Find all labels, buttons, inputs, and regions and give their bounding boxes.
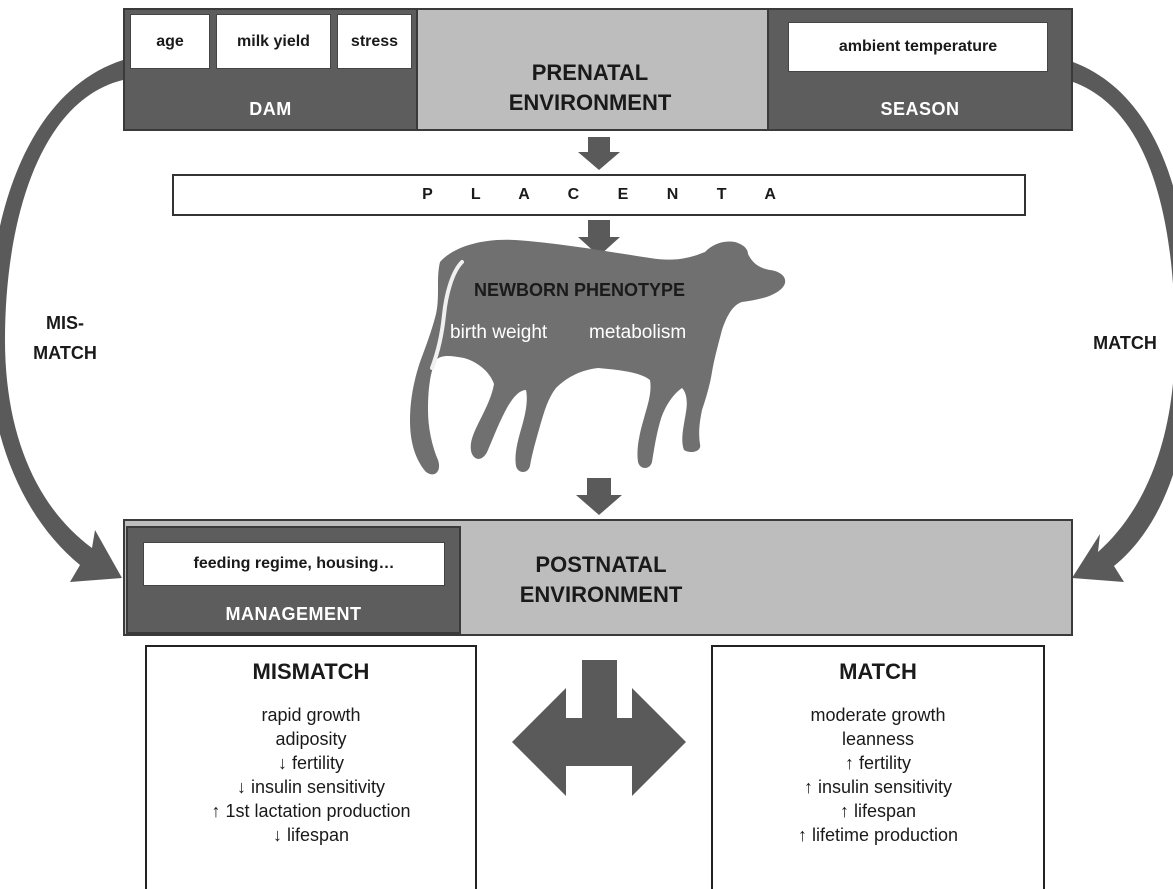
match-outcome-item: moderate growth [810, 705, 946, 725]
match-outcome-item: ↑ lifetime production [797, 825, 959, 845]
mismatch-side-label-line2: MATCH [33, 343, 97, 363]
match-curved-arrow [1072, 62, 1173, 582]
match-outcome-title: MATCH [839, 659, 917, 684]
postnatal-environment-title: POSTNATAL ENVIRONMENT [466, 548, 736, 612]
newborn-trait-birth-weight: birth weight [450, 322, 548, 343]
match-outcome-list: moderate growth leanness ↑ fertility ↑ i… [713, 703, 1043, 847]
mismatch-outcome-item: adiposity [275, 729, 347, 749]
down-arrow-3 [576, 478, 622, 515]
mismatch-outcome-item: ↑ 1st lactation production [211, 801, 411, 821]
season-factor-ambient-temperature: ambient temperature [788, 22, 1048, 72]
match-outcome-item: ↑ fertility [844, 753, 911, 773]
dam-label: DAM [249, 98, 292, 119]
mismatch-outcome-item: rapid growth [261, 705, 361, 725]
prenatal-environment-title: PRENATAL ENVIRONMENT [430, 56, 750, 120]
postnatal-title-line1: POSTNATAL [535, 552, 667, 577]
match-outcome-box: MATCH moderate growth leanness ↑ fertili… [711, 645, 1045, 889]
mismatch-side-label: MIS- MATCH [20, 308, 110, 372]
mismatch-outcome-title: MISMATCH [252, 659, 370, 684]
dam-factor-age: age [130, 14, 210, 69]
double-arrow [512, 660, 686, 796]
prenatal-title-line1: PRENATAL [531, 60, 649, 85]
placenta-box: P L A C E N T A [172, 174, 1026, 216]
calf-tail-highlight [430, 260, 464, 370]
newborn-trait-metabolism: metabolism [589, 322, 687, 343]
newborn-phenotype-title: NEWBORN PHENOTYPE [474, 280, 686, 300]
mismatch-outcome-item: ↓ lifespan [272, 825, 350, 845]
mismatch-outcome-item: ↓ fertility [277, 753, 344, 773]
match-outcome-item: leanness [841, 729, 915, 749]
season-label: SEASON [880, 98, 960, 119]
dam-factor-stress: stress [337, 14, 412, 69]
mismatch-outcome-list: rapid growth adiposity ↓ fertility ↓ ins… [147, 703, 475, 847]
mismatch-side-label-line1: MIS- [46, 313, 84, 333]
postnatal-title-line2: ENVIRONMENT [519, 582, 683, 607]
dam-factor-milk-yield: milk yield [216, 14, 331, 69]
management-label: MANAGEMENT [225, 603, 362, 624]
down-arrow-1 [578, 137, 620, 170]
prenatal-title-line2: ENVIRONMENT [508, 90, 672, 115]
calf-silhouette [410, 239, 786, 475]
mismatch-outcome-box: MISMATCH rapid growth adiposity ↓ fertil… [145, 645, 477, 889]
match-outcome-item: ↑ insulin sensitivity [803, 777, 953, 797]
match-side-label: MATCH [1093, 333, 1157, 353]
down-arrow-2 [578, 220, 620, 256]
mismatch-outcome-item: ↓ insulin sensitivity [236, 777, 386, 797]
match-outcome-item: ↑ lifespan [839, 801, 917, 821]
management-factor: feeding regime, housing… [143, 542, 445, 586]
